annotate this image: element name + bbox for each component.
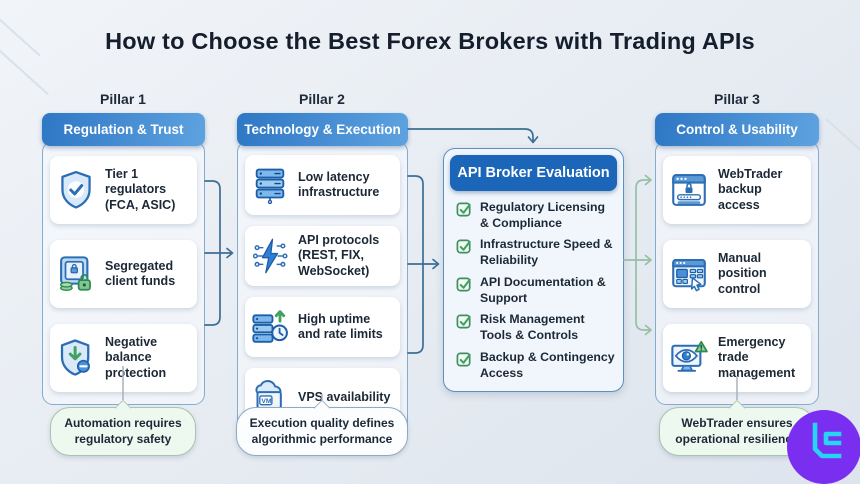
callout-text: Automation requires regulatory safety [64,416,182,446]
api-broker-evaluation-box: API Broker Evaluation Regulatory Licensi… [443,148,624,393]
brand-logo [787,410,860,484]
list-item: Manual position control [663,240,811,308]
item-text: Low latency infrastructure [298,169,380,200]
connector-header-to-evaluation-top [407,128,539,144]
shield-minus-icon [55,337,97,379]
pillar-control-usability: Control & Usability WebTrader backup acc… [655,113,819,405]
item-text: Manual position control [718,250,767,296]
checkbox-check-icon [456,201,473,218]
list-item: Low latency infrastructure [245,155,400,215]
page-title: How to Choose the Best Forex Brokers wit… [105,28,755,54]
list-item: WebTrader backup access [663,156,811,224]
item-text: WebTrader backup access [718,166,783,212]
callout-text: WebTrader ensures operational resilience [675,416,799,446]
pillar-1-header: Regulation & Trust [42,113,205,146]
checklist-text: Infrastructure Speed & Reliability [480,237,613,268]
list-item: Segregated client funds [50,240,197,308]
evaluation-checklist: Regulatory Licensing & Compliance Infras… [450,191,617,385]
pillar-3-header: Control & Usability [655,113,819,146]
server-stack-icon [250,165,290,205]
list-item: Emergency trade management [663,324,811,392]
checkbox-check-icon [456,313,473,330]
manual-control-icon [668,253,710,295]
checklist-text: Regulatory Licensing & Compliance [480,200,606,230]
item-text: Emergency trade management [718,334,796,380]
connector-pillar2-to-evaluation [407,175,440,354]
pillar-regulation-trust: Regulation & Trust Tier 1 regulators (FC… [42,113,205,405]
pillar-2-label: Pillar 2 [299,91,345,107]
item-text: Segregated client funds [105,258,176,289]
edge-decoration-line [825,118,860,163]
checklist-text: API Documentation & Support [480,274,606,305]
item-text: Negative balance protection [105,334,167,380]
list-item: High uptime and rate limits [245,297,400,357]
api-lightning-icon [250,236,290,276]
webtrader-lock-icon [668,169,710,211]
callout-text: Execution quality defines algorithmic pe… [249,416,395,446]
pillar-technology-execution: Technology & Execution Low latency infra… [237,113,408,441]
checklist-text: Backup & Contingency Access [480,349,615,380]
emergency-monitor-icon [668,337,710,379]
item-text: Tier 1 regulators (FCA, ASIC) [105,166,176,212]
brand-logo-glyph [812,422,842,459]
checklist-item: Regulatory Licensing & Compliance [456,200,615,231]
item-text: API protocols (REST, FIX, WebSocket) [298,232,380,278]
list-item: Negative balance protection [50,324,197,392]
checkbox-check-icon [456,276,473,293]
checklist-item: API Documentation & Support [456,275,615,306]
item-text: VPS availability [298,390,391,405]
checkbox-check-icon [456,351,473,368]
evaluation-header: API Broker Evaluation [450,155,617,191]
checklist-item: Backup & Contingency Access [456,350,615,381]
pillar-3-label: Pillar 3 [714,91,760,107]
callout-execution-quality: Execution quality defines algorithmic pe… [236,399,408,457]
list-item: Tier 1 regulators (FCA, ASIC) [50,156,197,224]
pillar-1-body: Tier 1 regulators (FCA, ASIC) Segregated… [42,141,205,405]
list-item: API protocols (REST, FIX, WebSocket) [245,226,400,286]
checklist-item: Infrastructure Speed & Reliability [456,237,615,268]
pillar-3-body: WebTrader backup access Manual position … [655,141,819,405]
checklist-text: Risk Management Tools & Controls [480,312,585,343]
checkbox-check-icon [456,238,473,255]
uptime-clock-icon [250,307,290,347]
callout-regulatory-safety: Automation requires regulatory safety [50,399,196,457]
pillar-1-label: Pillar 1 [100,91,146,107]
vault-funds-icon [55,253,97,295]
connector-pillar1-to-pillar2 [204,180,234,326]
checklist-item: Risk Management Tools & Controls [456,312,615,343]
item-text: High uptime and rate limits [298,311,383,342]
connector-callout-stems [122,366,738,400]
shield-check-icon [55,169,97,211]
pillar-2-header: Technology & Execution [237,113,408,146]
connector-evaluation-to-pillar3 [623,174,652,336]
pillar-2-body: Low latency infrastructure API protocols… [237,141,408,441]
